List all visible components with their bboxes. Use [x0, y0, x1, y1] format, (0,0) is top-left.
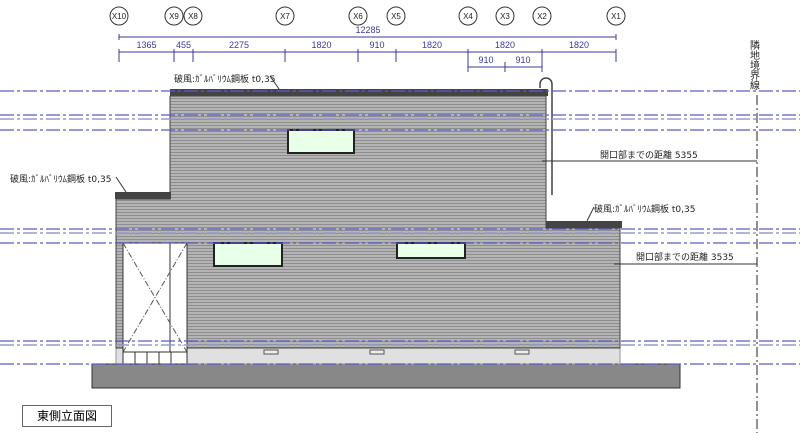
span-dimension: 1365: [136, 40, 156, 50]
vent: [514, 349, 530, 355]
opening-distance-lower: 開口部までの距離 3535: [636, 251, 734, 263]
grid-bubble: [109, 6, 129, 26]
dimension-lines: [118, 34, 617, 72]
opening-distance-upper: 開口部までの距離 5355: [600, 149, 698, 161]
grid-bubble: [495, 6, 515, 26]
exterior-wall-siding: [115, 95, 621, 349]
grid-label: X6: [353, 12, 363, 21]
span-dimension: 1820: [569, 40, 589, 50]
vent: [369, 349, 385, 355]
grid-label: X7: [280, 12, 290, 21]
span-dimension: 2275: [229, 40, 249, 50]
upper-roof-fascia: [170, 89, 548, 96]
entrance-door: [122, 242, 188, 365]
right-roof-fascia: [546, 221, 622, 228]
grid-bubble: [386, 6, 406, 26]
span-dimension: 1820: [311, 40, 331, 50]
grid-bubble: [458, 6, 478, 26]
grid-label: X5: [391, 12, 401, 21]
vent: [263, 349, 279, 355]
window: [287, 129, 355, 154]
fascia-note-left: 破風:ｶﾞﾙﾊﾞﾘｳﾑ鋼板 t0,35: [10, 173, 111, 185]
level-lines: [0, 90, 800, 365]
grid-bubble: [348, 6, 368, 26]
grid-label: X10: [112, 12, 127, 21]
span-dimension: 455: [176, 40, 191, 50]
sub-dimension: 910: [515, 55, 530, 65]
grid-bubble: [606, 6, 626, 26]
grid-bubble: [275, 6, 295, 26]
grid-bubble: [164, 6, 184, 26]
boundary-label: 隣地境界線: [748, 39, 760, 90]
fascia-note-upper: 破風:ｶﾞﾙﾊﾞﾘｳﾑ鋼板 t0,35: [174, 73, 275, 85]
foundation-slab: [91, 363, 681, 389]
grid-label: X8: [188, 12, 198, 21]
grid-label: X9: [169, 12, 179, 21]
drawing-title: 東側立面図: [22, 405, 112, 427]
downpipe: [539, 77, 553, 195]
window: [396, 242, 466, 259]
grid-bubble: [532, 6, 552, 26]
grid-label: X2: [537, 12, 547, 21]
grid-label: X4: [463, 12, 473, 21]
foundation-wall: [115, 347, 621, 365]
grid-bubble: [183, 6, 203, 26]
span-dimension: 910: [369, 40, 384, 50]
window: [213, 242, 283, 267]
fascia-note-right: 破風:ｶﾞﾙﾊﾞﾘｳﾑ鋼板 t0,35: [594, 203, 695, 215]
span-dimension: 1820: [422, 40, 442, 50]
grid-label: X1: [611, 12, 621, 21]
left-roof-fascia: [115, 192, 171, 199]
span-dimension: 1820: [495, 40, 515, 50]
sub-dimension: 910: [478, 55, 493, 65]
grid-label: X3: [500, 12, 510, 21]
grid-bubbles: X10 X9 X8 X7 X6 X5 X4 X3 X2 X1: [109, 6, 626, 26]
overall-dimension: 12285: [355, 25, 380, 35]
